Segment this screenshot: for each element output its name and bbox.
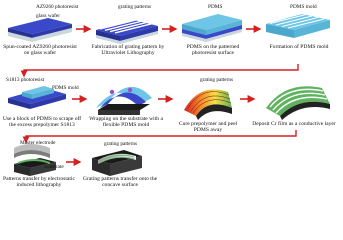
step-6-illustration (96, 86, 152, 115)
label-az9260-photoresist: AZ9260 photoresist (36, 4, 79, 10)
label-glass-wafer: glass wafer (36, 13, 60, 19)
label-grating-patterns-3: grating patterns (104, 141, 138, 147)
label-pdms: PDMS (208, 4, 223, 10)
label-grating-patterns-2: grating patterns (200, 77, 234, 83)
step-10-illustration (92, 150, 142, 176)
label-pdms-mold-1: PDMS mold (290, 4, 317, 10)
caption-step-3: PDMS on the patterned photoresist surfac… (186, 44, 240, 57)
caption-step-10: Grating patterns transfer onto the conca… (82, 176, 158, 189)
label-grating-patterns-1: grating patterns (118, 4, 152, 10)
step-3-illustration (182, 14, 242, 42)
caption-step-6: Wrapping on the substrate with a flexibl… (89, 116, 163, 129)
step-8-illustration (266, 86, 330, 120)
arrow-row1-row2 (20, 64, 299, 78)
process-flow-diagram: AZ9260 photoresist glass wafer grating p… (2, 4, 336, 189)
label-substrate: Substrate (44, 164, 64, 170)
label-pdms-mold-2: PDMS mold (52, 85, 79, 91)
step-4-illustration (266, 13, 330, 38)
label-master-electrode: Master electrode (20, 140, 56, 146)
caption-step-4: Formation of PDMS mold (269, 44, 329, 50)
step-1-illustration (8, 18, 72, 42)
arrow-row2-row3 (22, 130, 297, 144)
step-9-illustration (14, 144, 56, 176)
step-5-illustration (8, 86, 66, 109)
caption-step-7: Cure prepolymer and peel PDMS away (178, 121, 238, 134)
step-2-illustration (96, 18, 158, 44)
caption-step-1: Spun-coated AZ9260 photoresist on glass … (3, 44, 77, 57)
label-s1813-photoresist: S1813 photoresist (6, 77, 45, 83)
step-7-illustration (184, 89, 232, 120)
caption-step-5: Use a block of PDMS to scrape off the ex… (2, 116, 82, 129)
process-flow-graphics (8, 13, 330, 176)
caption-step-2: Fabrication of grating pattern by Ultrav… (91, 44, 165, 57)
caption-step-9: Patterns transfer by electrostatic induc… (3, 176, 75, 189)
caption-step-8: Deposit Cr film as a conductive layer (252, 121, 336, 127)
